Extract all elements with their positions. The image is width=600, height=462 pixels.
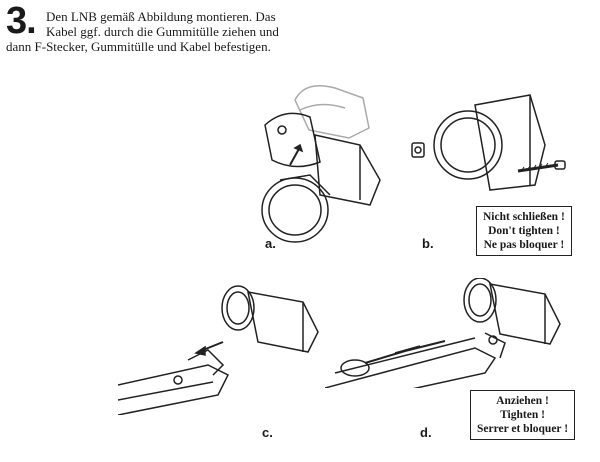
figure-d-illustration — [325, 278, 575, 388]
figure-d-note-line-1: Anziehen ! — [496, 395, 549, 407]
figure-a-illustration — [240, 70, 400, 250]
instruction-line-3: dann F-Stecker, Gummitülle und Kabel bef… — [6, 39, 271, 54]
figure-b-note-line-1: Nicht schließen ! — [483, 211, 565, 223]
figure-c-caption: c. — [262, 425, 273, 440]
figure-d-note-line-3: Serrer et bloquer ! — [477, 423, 569, 435]
instruction-line-2: Kabel ggf. durch die Gummitülle ziehen u… — [46, 24, 279, 39]
step-instructions: Den LNB gemäß Abbildung montieren. Das K… — [6, 9, 336, 54]
figure-b-note-line-3: Ne pas bloquer ! — [483, 239, 565, 251]
step-number: 3. — [6, 0, 37, 42]
figure-b-note-line-2: Don't tighten ! — [488, 225, 560, 237]
figure-d-note-line-2: Tighten ! — [500, 409, 545, 421]
figure-a-caption: a. — [265, 236, 276, 251]
figure-b-illustration — [410, 75, 580, 205]
instruction-line-1: Den LNB gemäß Abbildung montieren. Das — [46, 9, 276, 24]
figure-b-caption: b. — [422, 236, 434, 251]
figure-d-note: Anziehen ! Tighten ! Serrer et bloquer ! — [470, 390, 576, 440]
figure-b-note: Nicht schließen ! Don't tighten ! Ne pas… — [476, 206, 572, 256]
figure-d-caption: d. — [420, 425, 432, 440]
figure-c-illustration — [118, 280, 338, 415]
